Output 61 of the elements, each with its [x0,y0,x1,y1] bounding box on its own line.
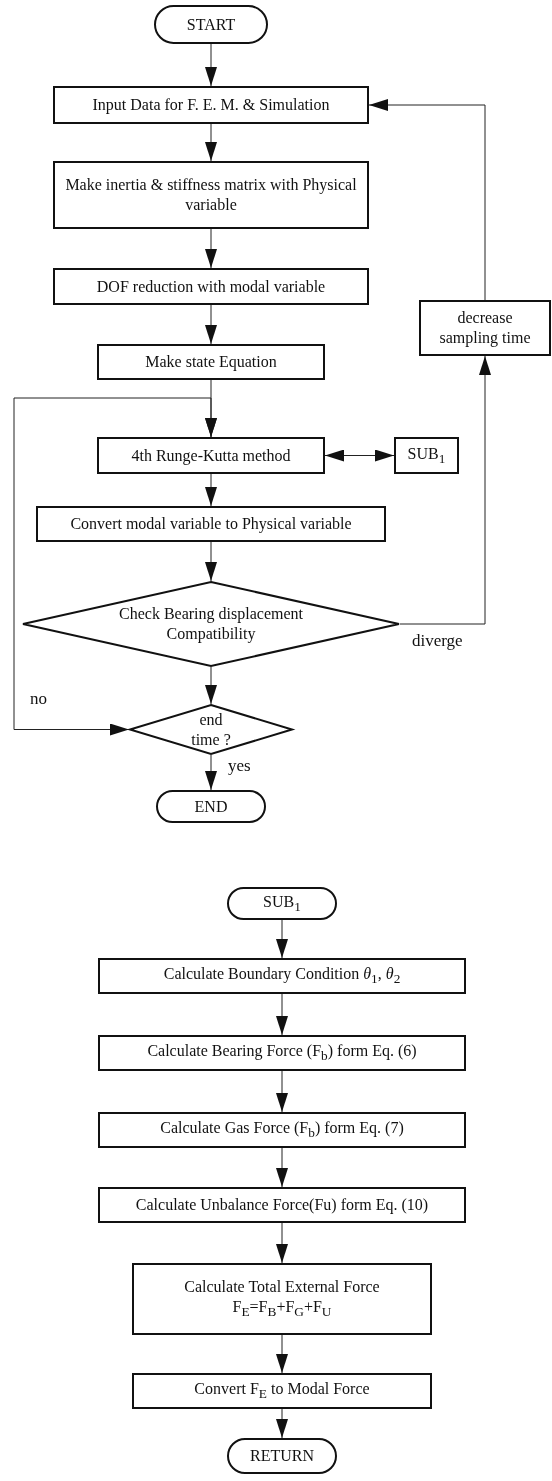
arrow [276,1147,288,1188]
decision-diamond [22,581,400,667]
arrow [324,449,395,462]
process-box [419,300,551,356]
edge-label: diverge [410,632,465,651]
arrow [205,228,217,269]
arrow [13,397,217,736]
process-box [53,161,369,229]
decision-diamond [129,704,293,755]
process-box [53,86,369,124]
step-text: Convert F$_{E}$ to Modal Force [194,1379,370,1403]
process-box [394,437,459,474]
terminal-pill [227,1438,337,1474]
terminal-pill [227,887,337,920]
arrow [276,1334,288,1374]
terminal-pill [154,5,268,44]
step-text: SUB$_{1}$ [263,891,301,916]
step-text: Calculate Total External Force [184,1277,380,1298]
process-box [132,1373,432,1409]
process-box [132,1263,432,1335]
step-text: Input Data for F. E. M. & Simulation [92,95,330,115]
arrow [205,541,217,582]
step-text: Calculate Unbalance Force(Fu) form Eq. (10) [135,1195,429,1215]
step-text: END [194,796,228,817]
step-text: Check Bearing displacement Compatibility [118,604,304,644]
step-text: end time ? [190,709,232,750]
step-text: Make state Equation [145,352,277,372]
process-box [98,958,466,994]
step-text: DOF reduction with modal variable [96,276,326,297]
arrow [276,1222,288,1264]
arrow [276,993,288,1036]
arrow [205,304,217,345]
step-text: 4th Runge-Kutta method [131,445,291,466]
step-text: F$_{E}$=F$_{B}$+F$_{G}$+F$_{U}$ [232,1297,332,1321]
step-text: SUB$_{1}$ [407,443,446,468]
step-text: Make inertia & stiffness matrix with Physical variable [64,175,358,215]
arrow [368,99,486,301]
arrow [276,919,288,959]
process-box [36,506,386,542]
process-box [98,1187,466,1223]
arrow [399,355,491,625]
step-text: Calculate Gas Force (F$_{b}$) form Eq. (7) [160,1118,404,1142]
step-text: Convert modal variable to Physical variable [70,514,352,534]
step-text: RETURN [250,1446,314,1466]
step-text: Calculate Boundary Condition θ$_{1}$, θ$_{2}$ [163,964,401,988]
arrow [276,1408,288,1439]
process-box [98,1112,466,1148]
process-box [97,344,325,380]
step-text: Calculate Bearing Force (F$_{b}$) form Eq. (6) [147,1041,417,1065]
process-box [97,437,325,474]
process-box [53,268,369,305]
arrow [205,473,217,507]
process-box [98,1035,466,1071]
step-text: decrease sampling time [438,308,532,348]
arrow [276,1070,288,1113]
terminal-pill [156,790,266,823]
arrow [205,754,217,791]
arrow [205,43,217,87]
step-text: START [186,14,236,35]
arrow [205,666,217,705]
arrow [205,123,217,162]
